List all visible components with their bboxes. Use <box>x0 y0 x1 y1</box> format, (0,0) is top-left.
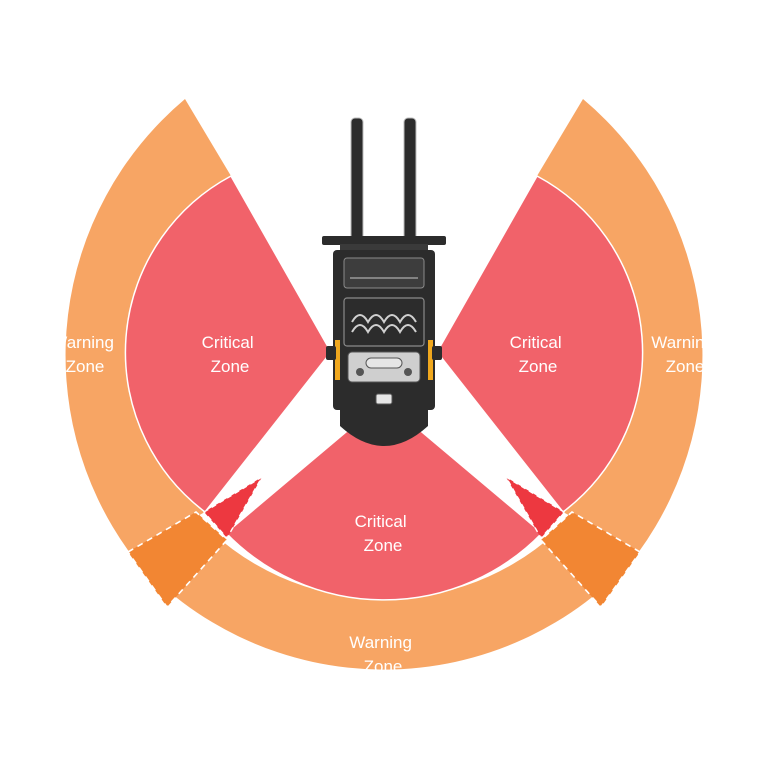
fork-left <box>350 117 364 241</box>
critical-overlap-right <box>504 475 566 540</box>
mast-head <box>343 257 425 289</box>
warning-zone-rear <box>130 513 638 670</box>
label-right-warning: Warning Zone <box>651 333 718 376</box>
zone-labels: Warning Zone Critical Zone Critical Zone… <box>51 333 718 676</box>
body-accent-right <box>428 340 433 380</box>
critical-zone-right <box>436 174 644 514</box>
label-left-warning: Warning Zone <box>51 333 118 376</box>
fork-right <box>403 117 417 241</box>
overhead-guard <box>351 314 417 335</box>
label-left-critical: Critical Zone <box>202 333 259 376</box>
body-accent-left <box>335 340 340 380</box>
forklift-icon <box>322 117 446 446</box>
warning-overlap-left <box>126 511 229 609</box>
label-rear-critical: Critical Zone <box>355 512 412 555</box>
critical-zone-rear <box>224 399 544 601</box>
control-knob-left <box>356 368 364 376</box>
side-post-left <box>326 346 336 360</box>
steering-handle <box>365 357 403 369</box>
counterweight <box>340 400 428 446</box>
label-right-critical: Critical Zone <box>510 333 567 376</box>
control-knob-right <box>404 368 412 376</box>
critical-overlap-left <box>202 475 264 540</box>
carriage-plate <box>340 244 428 252</box>
critical-zone-left <box>124 174 332 514</box>
sensor <box>375 393 393 405</box>
warning-overlap-right <box>539 511 642 609</box>
label-rear-warning: Warning Zone <box>349 633 416 676</box>
side-post-right <box>432 346 442 360</box>
guard-frame <box>343 297 425 347</box>
critical-zones <box>124 174 644 601</box>
fork-carriage <box>322 236 446 245</box>
